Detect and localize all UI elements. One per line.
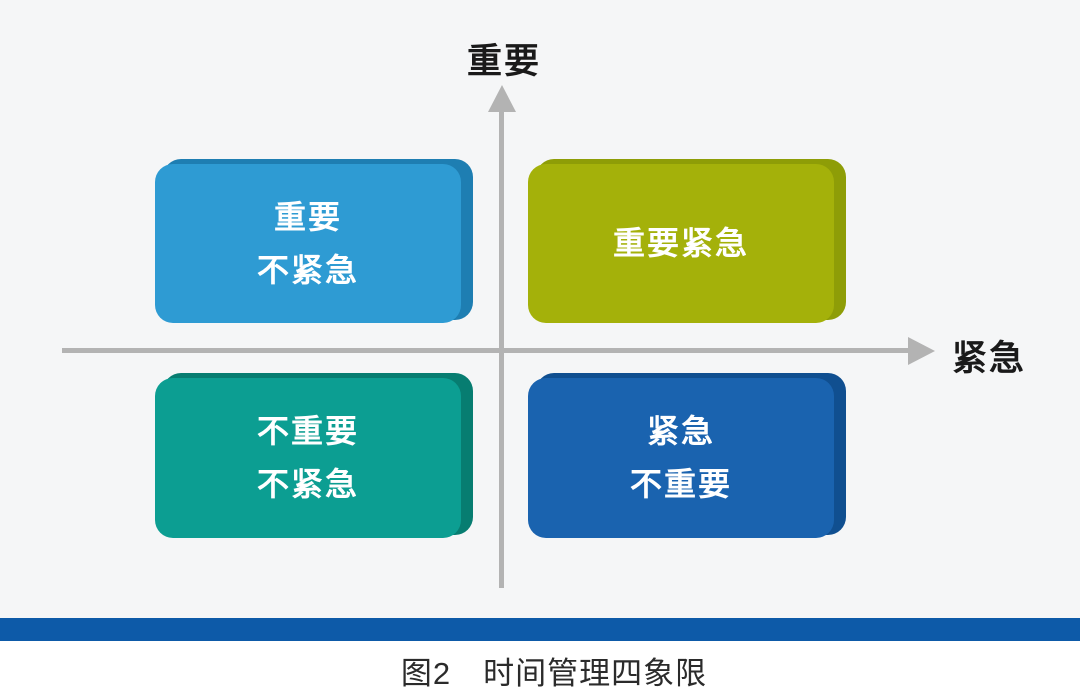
horizontal-axis-line (62, 348, 909, 353)
quadrant-urgent-not-important: 紧急 不重要 (528, 373, 846, 538)
quadrant-face: 重要紧急 (528, 164, 834, 323)
divider-bar (0, 618, 1080, 641)
quadrant-important-urgent: 重要紧急 (528, 159, 846, 323)
quadrant-label-line: 不紧急 (256, 251, 359, 288)
quadrant-label-line: 紧急 (646, 413, 715, 449)
quadrant-label-line: 不重要 (256, 413, 359, 449)
quadrant-label-line: 重要紧急 (612, 225, 749, 261)
figure-caption: 图2 时间管理四象限 (400, 656, 708, 691)
x-axis-label-urgent: 紧急 (952, 339, 1027, 378)
quadrant-label-line: 不重要 (629, 466, 732, 502)
quadrant-label-line: 重要 (273, 198, 342, 235)
quadrant-face: 不重要 不紧急 (155, 378, 461, 538)
right-arrow-icon (908, 337, 935, 365)
quadrant-important-not-urgent: 重要 不紧急 (155, 159, 473, 323)
up-arrow-icon (488, 85, 516, 112)
quadrant-face: 紧急 不重要 (528, 378, 834, 538)
quadrant-face: 重要 不紧急 (155, 164, 461, 323)
quadrant-not-important-not-urgent: 不重要 不紧急 (155, 373, 473, 538)
quadrant-label-line: 不紧急 (256, 466, 359, 502)
y-axis-label-important: 重要 (467, 42, 542, 81)
